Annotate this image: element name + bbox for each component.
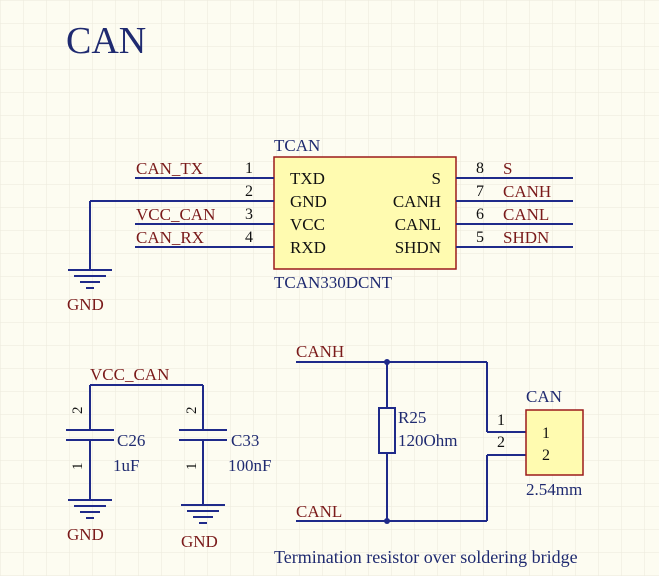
gnd-label-c33: GND (181, 532, 218, 551)
connector-pitch: 2.54mm (526, 480, 582, 499)
c26-value: 1uF (113, 456, 139, 475)
net-label-s: S (503, 159, 512, 178)
net-label-vcc-can-caps: VCC_CAN (90, 365, 169, 384)
connector-pin-1: 1 (542, 425, 550, 442)
net-label-canl: CANL (503, 205, 549, 224)
ic-body (273, 156, 457, 270)
termination-circuit (296, 359, 584, 524)
c26-pin-2: 2 (70, 407, 86, 415)
ic-pin-name-txd: TXD (290, 169, 325, 188)
connector-designator: CAN (526, 387, 562, 406)
c33-pin-2: 2 (184, 407, 200, 415)
ic-pin-num-5: 5 (476, 229, 484, 246)
gnd-label-c26: GND (67, 525, 104, 544)
ic-pin-name-gnd: GND (290, 192, 327, 211)
r25-body (378, 407, 396, 454)
gnd-label-ic: GND (67, 295, 104, 314)
junction-canh (384, 359, 390, 365)
connector-pin-2: 2 (542, 447, 550, 464)
ic-pin-num-7: 7 (476, 183, 484, 200)
ic-pin-name-canl: CANL (395, 215, 441, 234)
c33-pin-1: 1 (184, 463, 200, 471)
bridge-pin-1: 1 (497, 412, 505, 429)
net-label-vcc-can: VCC_CAN (136, 205, 215, 224)
junction-canl (384, 518, 390, 524)
c26-designator: C26 (117, 431, 145, 450)
ic-pin-name-rxd: RXD (290, 238, 326, 257)
ic-pin-name-canh: CANH (393, 192, 441, 211)
ic-designator: TCAN (274, 136, 320, 155)
ic-pin-num-2: 2 (245, 183, 253, 200)
net-label-canl-term: CANL (296, 502, 342, 521)
net-label-canh: CANH (503, 182, 551, 201)
ic-pin-name-shdn: SHDN (395, 238, 441, 257)
r25-value: 120Ohm (398, 431, 458, 450)
bridge-pin-2: 2 (497, 434, 505, 451)
ic-pin-num-8: 8 (476, 160, 484, 177)
ic-pin-num-4: 4 (245, 229, 253, 246)
net-label-shdn: SHDN (503, 228, 549, 247)
termination-note: Termination resistor over soldering brid… (274, 547, 578, 567)
decoupling-caps (66, 384, 227, 524)
net-label-can-rx: CAN_RX (136, 228, 204, 247)
ic-pin-name-vcc: VCC (290, 215, 325, 234)
c33-value: 100nF (228, 456, 271, 475)
sheet-title: CAN (66, 20, 146, 62)
c33-designator: C33 (231, 431, 259, 450)
ic-pin-num-6: 6 (476, 206, 484, 223)
net-label-can-tx: CAN_TX (136, 159, 203, 178)
tcan-ic[interactable]: TCAN TCAN330DCNT 1 2 3 4 8 7 6 5 TXD (90, 136, 573, 292)
c26-pin-1: 1 (70, 463, 86, 471)
r25-designator: R25 (398, 408, 426, 427)
ic-part-number: TCAN330DCNT (274, 273, 393, 292)
ic-gnd-symbol (68, 201, 112, 289)
connector-body (525, 409, 584, 476)
ic-pin-num-1: 1 (245, 160, 253, 177)
ic-pin-num-3: 3 (245, 206, 253, 223)
ic-pin-name-s: S (432, 169, 441, 188)
net-label-canh-term: CANH (296, 342, 344, 361)
